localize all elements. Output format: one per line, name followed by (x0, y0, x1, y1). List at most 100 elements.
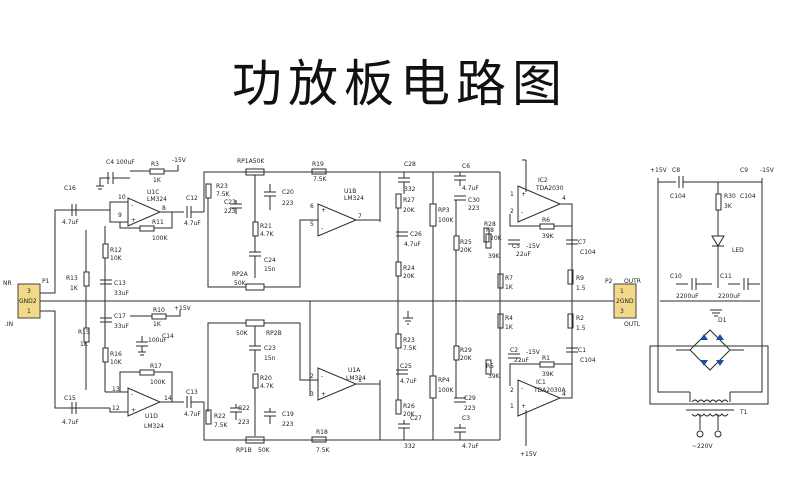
svg-text:13: 13 (112, 386, 120, 393)
svg-text:20K: 20K (490, 235, 503, 242)
svg-text:C11: C11 (720, 273, 732, 280)
svg-text:39K: 39K (488, 253, 501, 260)
svg-text:C5: C5 (512, 243, 520, 250)
svg-text:R23: R23 (216, 183, 228, 190)
svg-text:100K: 100K (150, 379, 166, 386)
svg-text:C25: C25 (400, 363, 412, 370)
svg-text:C6: C6 (462, 163, 470, 170)
svg-text:2: 2 (310, 373, 314, 380)
svg-text:R7: R7 (505, 275, 513, 282)
svg-text:4.7uF: 4.7uF (400, 378, 417, 385)
stage-u1d: C15 4.7uF C17 33uF R10 1K +15V 100uF C14… (55, 301, 204, 430)
page-title: 功放板电路图 (232, 55, 568, 113)
svg-text:3: 3 (620, 308, 624, 315)
svg-text:C28: C28 (404, 161, 416, 168)
svg-text:1.5: 1.5 (576, 325, 586, 332)
svg-text:4.7uF: 4.7uF (462, 443, 479, 450)
svg-text:223: 223 (224, 208, 236, 215)
svg-text:-: - (131, 391, 133, 398)
svg-text:223: 223 (282, 200, 294, 207)
svg-text:10K: 10K (110, 255, 123, 262)
svg-text:OUTL: OUTL (624, 321, 641, 328)
svg-text:C22: C22 (238, 405, 250, 412)
svg-text:+: + (321, 207, 326, 214)
svg-text:50K: 50K (258, 447, 271, 454)
svg-text:4.7uF: 4.7uF (62, 419, 79, 426)
power-amp-ic1: R4 1K C2 22uF -15V R5 39K R1 39K - + IC1… (485, 301, 596, 458)
svg-text:TDA2030: TDA2030 (535, 185, 564, 192)
svg-text:1.5: 1.5 (576, 285, 586, 292)
svg-text:20K: 20K (403, 411, 416, 418)
svg-text:C17: C17 (114, 313, 126, 320)
svg-text:+15V: +15V (174, 305, 192, 312)
input-wires (40, 209, 95, 409)
svg-text:C16: C16 (64, 185, 76, 192)
svg-text:R2: R2 (576, 315, 584, 322)
svg-text:4.7K: 4.7K (260, 231, 275, 238)
svg-text:-15V: -15V (172, 157, 187, 164)
svg-text:20K: 20K (403, 273, 416, 280)
svg-text:R12: R12 (110, 247, 122, 254)
svg-text:5: 5 (310, 221, 314, 228)
svg-text:1: 1 (510, 403, 514, 410)
svg-text:R9: R9 (576, 275, 584, 282)
svg-text:39K: 39K (542, 371, 555, 378)
svg-text:100K: 100K (438, 387, 454, 394)
svg-text:2GND: 2GND (616, 298, 634, 305)
svg-text:R3: R3 (151, 161, 159, 168)
svg-text:R26: R26 (403, 403, 415, 410)
svg-text:7.5K: 7.5K (403, 345, 418, 352)
svg-text:-: - (521, 209, 523, 216)
svg-text:20K: 20K (403, 207, 416, 214)
svg-text:R23: R23 (403, 337, 415, 344)
svg-text:50K: 50K (236, 330, 249, 337)
svg-text:9: 9 (118, 212, 122, 219)
svg-text:RP3: RP3 (438, 207, 450, 214)
svg-text:C26: C26 (410, 231, 422, 238)
svg-text:C27: C27 (410, 415, 422, 422)
svg-text:C30: C30 (468, 197, 480, 204)
svg-text:C29: C29 (464, 395, 476, 402)
svg-text:-: - (131, 202, 133, 209)
svg-text:R8: R8 (486, 227, 494, 234)
svg-text:C8: C8 (672, 167, 680, 174)
svg-text:C1: C1 (578, 347, 586, 354)
mid-network: R27 20K C28 332 C26 4.7uF R24 20K RP3 10… (380, 161, 503, 450)
svg-text:RP4: RP4 (438, 377, 450, 384)
svg-text:C104: C104 (580, 249, 596, 256)
svg-text:C13: C13 (114, 280, 126, 287)
svg-text:R25: R25 (460, 239, 472, 246)
svg-text:R20: R20 (260, 375, 272, 382)
svg-text:15n: 15n (264, 266, 276, 273)
svg-text:R17: R17 (150, 363, 162, 370)
svg-text:1: 1 (27, 308, 31, 315)
svg-text:50K: 50K (234, 280, 247, 287)
svg-text:C13: C13 (186, 389, 198, 396)
svg-text:R27: R27 (403, 197, 415, 204)
svg-text:LM324: LM324 (144, 423, 164, 430)
svg-text:R11: R11 (152, 219, 164, 226)
svg-text:8: 8 (162, 205, 166, 212)
svg-text:7: 7 (358, 213, 362, 220)
svg-text:100uF: 100uF (116, 159, 135, 166)
svg-text:R21: R21 (260, 223, 272, 230)
svg-text:1K: 1K (505, 324, 514, 331)
svg-text:LM324: LM324 (344, 195, 364, 202)
svg-text:100K: 100K (438, 217, 454, 224)
svg-text:IC1: IC1 (536, 379, 546, 386)
svg-text:R30: R30 (724, 193, 736, 200)
svg-text:1: 1 (620, 288, 624, 295)
svg-text:C20: C20 (282, 189, 294, 196)
svg-text:P2: P2 (605, 278, 613, 285)
svg-text:7.5K: 7.5K (313, 176, 328, 183)
svg-text:RP2B: RP2B (266, 330, 282, 337)
svg-text:T1: T1 (739, 409, 748, 416)
svg-text:223: 223 (238, 419, 250, 426)
svg-text:IC2: IC2 (538, 177, 548, 184)
svg-text:P1: P1 (42, 278, 50, 285)
svg-text:R28: R28 (484, 221, 496, 228)
svg-text:R5: R5 (486, 363, 494, 370)
svg-text:C2: C2 (510, 347, 518, 354)
svg-text:C24: C24 (264, 257, 276, 264)
